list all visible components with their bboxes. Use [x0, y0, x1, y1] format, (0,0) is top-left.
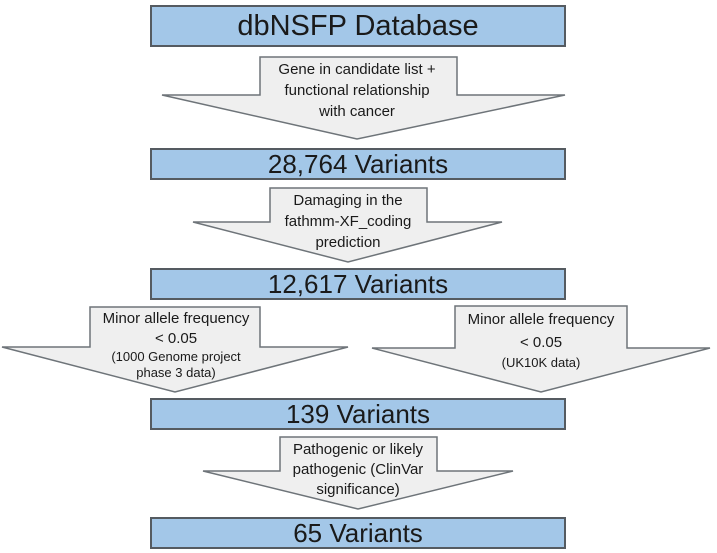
arrow-label-line: significance): [316, 481, 400, 498]
arrow-label-line: pathogenic (ClinVar: [292, 461, 424, 478]
arrow-label-maf-1000-genome-filter: Minor allele frequency < 0.05 (1000 Geno…: [26, 309, 326, 381]
arrow-label-line: Damaging in the: [293, 192, 403, 209]
box-dbnsfp-database-label: dbNSFP Database: [237, 9, 479, 42]
box-28764-variants: 28,764 Variants: [150, 148, 566, 180]
arrow-label-line: Minor allele frequency: [467, 311, 615, 328]
box-65-variants-label: 65 Variants: [293, 517, 423, 548]
down-arrow-fathmm-prediction-filter: [192, 187, 503, 263]
arrow-label-line: with cancer: [319, 103, 395, 120]
box-65-variants: 65 Variants: [150, 517, 566, 549]
arrow-label-line: prediction: [315, 234, 381, 251]
box-12617-variants: 12,617 Variants: [150, 268, 566, 300]
box-139-variants: 139 Variants: [150, 398, 566, 430]
arrow-label-line: (1000 Genome project: [111, 349, 241, 364]
box-139-variants-label: 139 Variants: [285, 398, 431, 429]
down-arrow-candidate-gene-filter: [161, 56, 566, 140]
box-dbnsfp-database: dbNSFP Database: [150, 5, 566, 47]
arrow-label-fathmm-prediction-filter: Damaging in the fathmm-XF_coding predict…: [198, 190, 498, 253]
box-12617-variants-label: 12,617 Variants: [267, 268, 449, 299]
box-28764-variants-label: 28,764 Variants: [267, 148, 449, 179]
arrow-label-line: phase 3 data): [136, 365, 216, 380]
arrow-label-line: < 0.05: [519, 334, 563, 351]
arrow-label-line: Gene in candidate list +: [278, 61, 436, 78]
arrow-label-line: fathmm-XF_coding: [284, 213, 412, 230]
arrow-label-line: < 0.05: [154, 330, 198, 347]
arrow-label-line: (UK10K data): [501, 355, 581, 370]
arrow-label-line: Pathogenic or likely: [292, 441, 424, 458]
arrow-label-candidate-gene-filter: Gene in candidate list + functional rela…: [207, 59, 507, 122]
down-arrow-maf-uk10k-filter: [371, 305, 711, 393]
arrow-label-maf-uk10k-filter: Minor allele frequency < 0.05 (UK10K dat…: [391, 308, 691, 372]
arrow-label-clinvar-significance-filter: Pathogenic or likely pathogenic (ClinVar…: [208, 440, 508, 500]
down-arrow-clinvar-significance-filter: [202, 436, 514, 510]
down-arrow-maf-1000-genome-filter: [1, 306, 349, 393]
arrow-label-line: functional relationship: [284, 82, 430, 99]
arrow-label-line: Minor allele frequency: [102, 310, 250, 327]
